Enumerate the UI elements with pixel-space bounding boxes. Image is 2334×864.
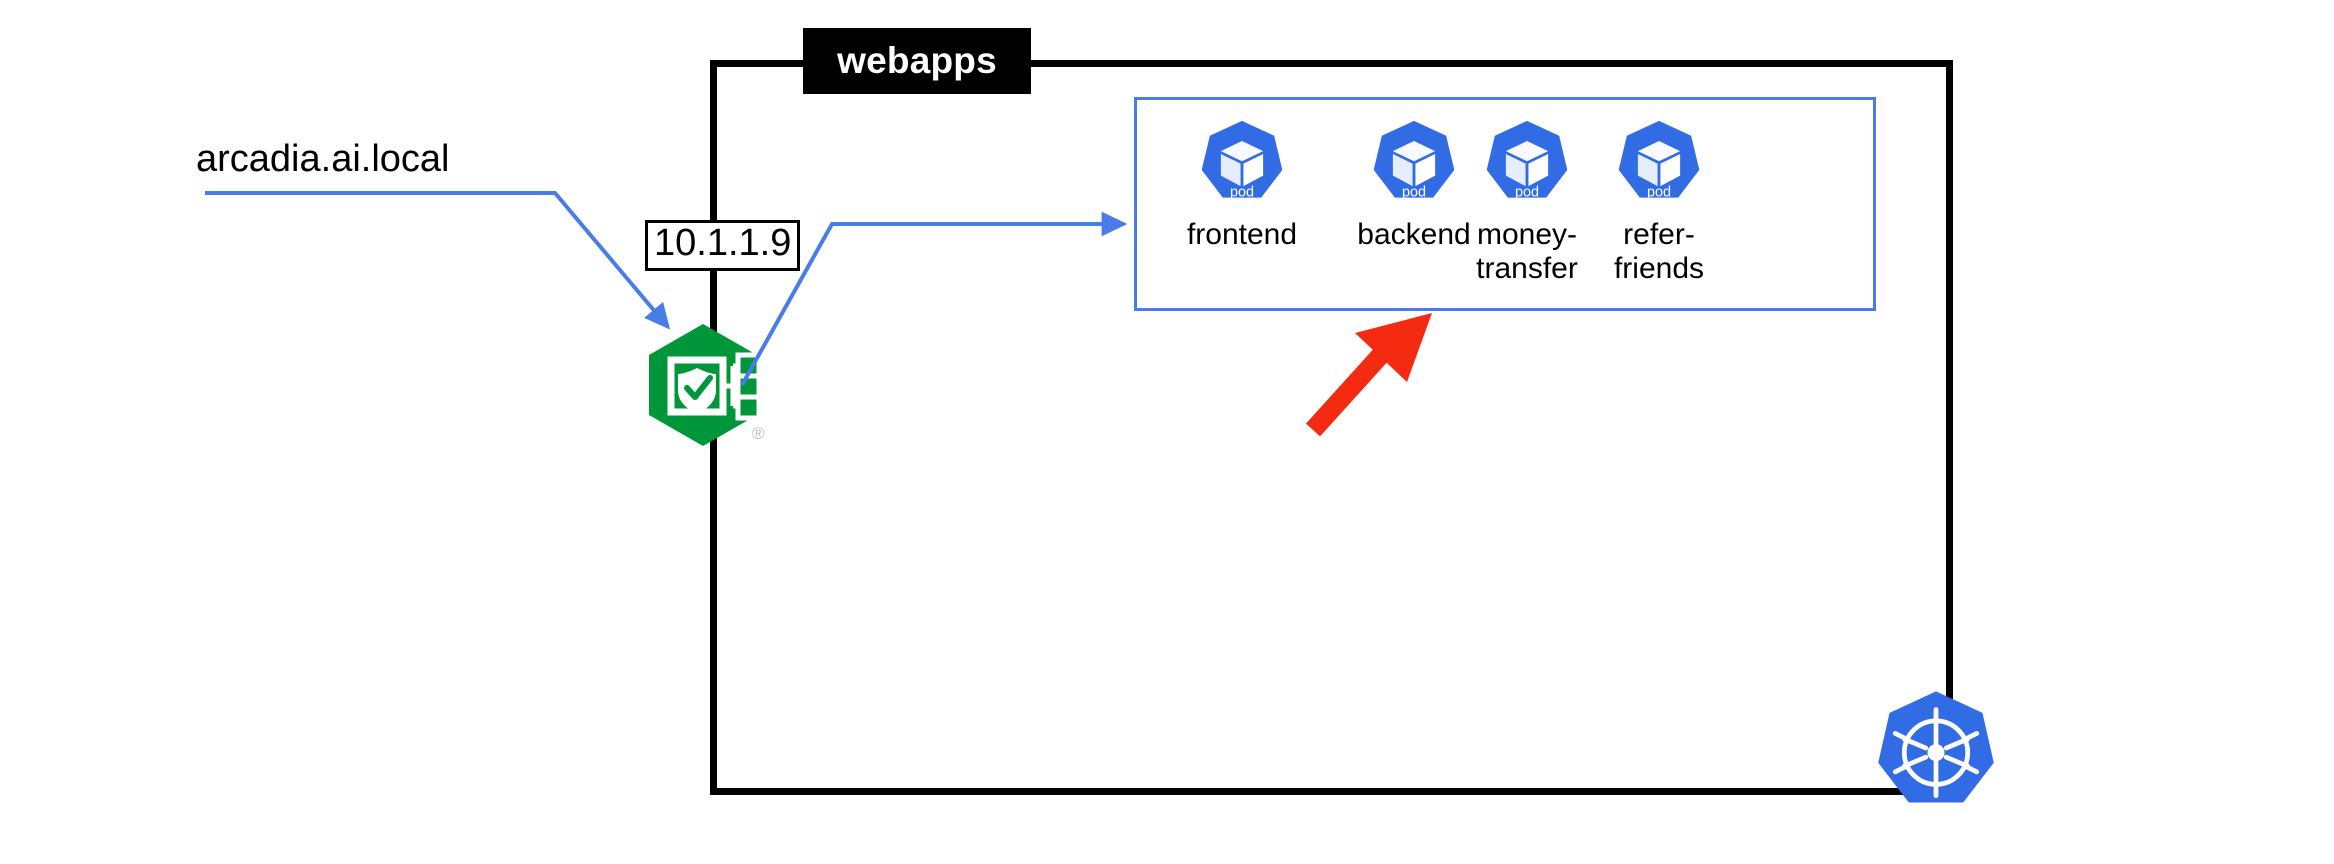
pod-label: refer- friends xyxy=(1613,218,1705,286)
connector-hostname-to-ingress xyxy=(205,191,671,330)
pod-icon: pod xyxy=(1366,118,1462,214)
pod-label: frontend xyxy=(1186,218,1298,251)
pod-node-frontend[interactable]: pod frontend xyxy=(1157,118,1327,252)
kubernetes-logo-icon xyxy=(1868,688,2004,824)
pod-icon: pod xyxy=(1479,118,1575,214)
svg-text:pod: pod xyxy=(1402,185,1426,201)
pod-icon: pod xyxy=(1611,118,1707,214)
registered-trademark-icon: ® xyxy=(752,424,765,443)
pods-group-box: pod frontend pod backend xyxy=(1134,97,1876,311)
namespace-label-webapps: webapps xyxy=(803,28,1031,94)
pod-label: money- transfer xyxy=(1476,218,1578,286)
svg-text:pod: pod xyxy=(1647,185,1671,201)
svg-text:pod: pod xyxy=(1230,185,1254,201)
nginx-ingress-controller-icon[interactable] xyxy=(640,322,766,448)
pod-label: backend xyxy=(1357,218,1471,251)
svg-text:pod: pod xyxy=(1515,185,1539,201)
pod-icon: pod xyxy=(1194,118,1290,214)
pod-node-backend[interactable]: pod backend xyxy=(1329,118,1499,252)
pod-node-money-transfer[interactable]: pod money- transfer xyxy=(1442,118,1612,286)
hostname-label: arcadia.ai.local xyxy=(196,138,450,180)
pod-node-refer-friends[interactable]: pod refer- friends xyxy=(1574,118,1744,286)
ingress-ip-label: 10.1.1.9 xyxy=(645,220,801,271)
